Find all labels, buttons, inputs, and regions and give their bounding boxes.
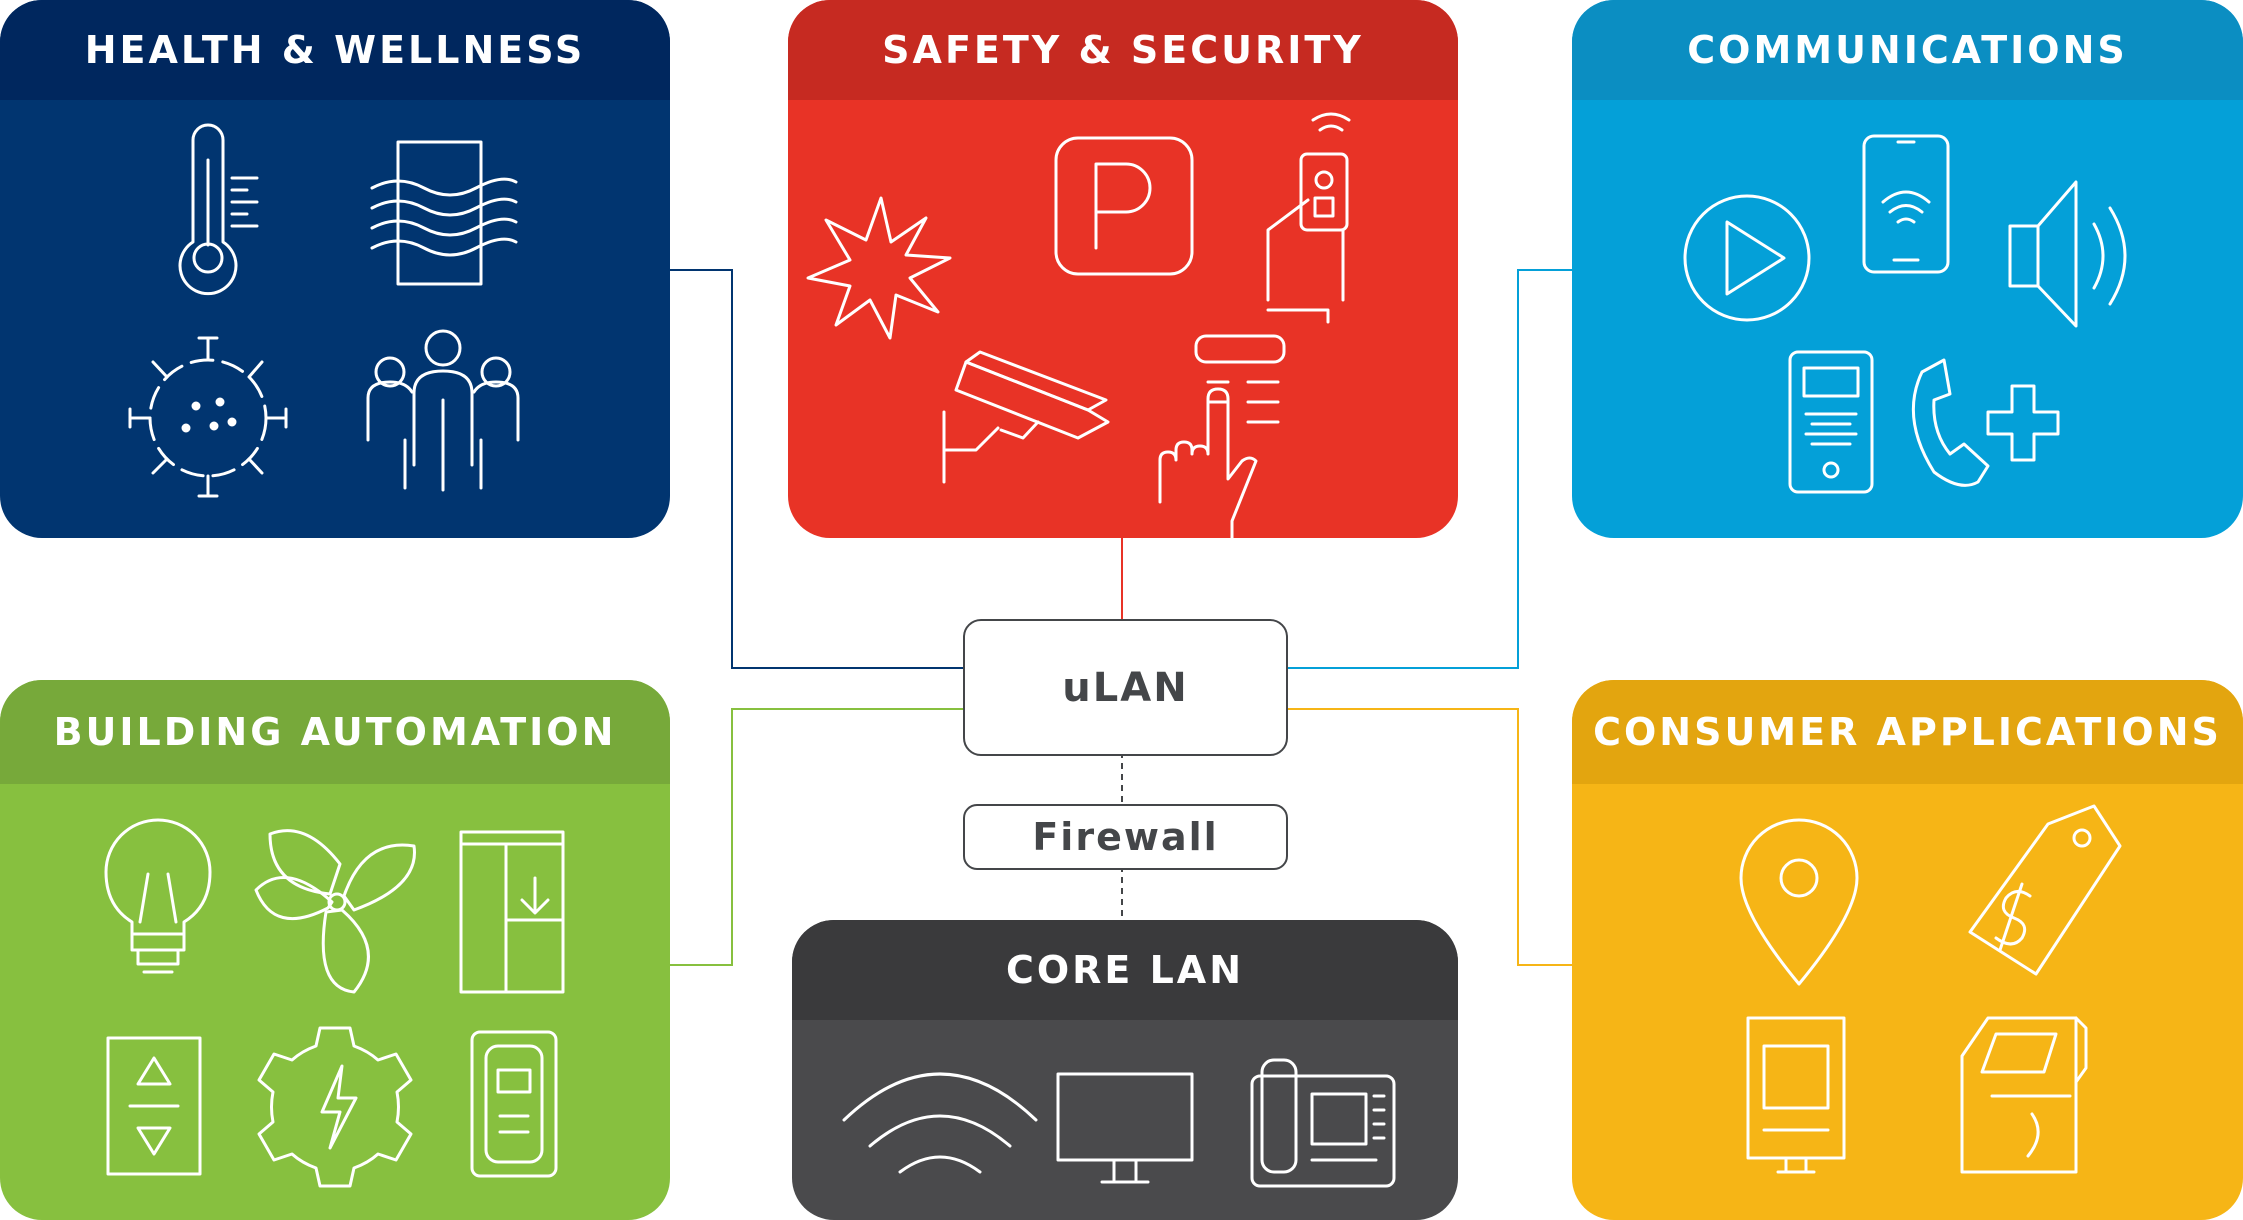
price-tag-icon [1968,804,2122,976]
comms-connector [1284,269,1572,669]
firewall-node: Firewall [963,804,1288,870]
intercom-icon [1788,350,1874,494]
air-filter-icon [370,140,518,286]
building-automation-title: BUILDING AUTOMATION [53,710,617,754]
safety-security-header: SAFETY & SECURITY [788,0,1458,100]
communications-header: COMMUNICATIONS [1572,0,2243,100]
safety-security-title: SAFETY & SECURITY [882,28,1364,72]
light-bulb-icon [104,818,212,974]
consumer-applications-header: CONSUMER APPLICATIONS [1572,680,2243,784]
people-group-icon [366,329,520,492]
health-wellness-title: HEALTH & WELLNESS [84,28,586,72]
consumer-applications-box: CONSUMER APPLICATIONS [1572,680,2243,1220]
ulan-hub: uLAN [963,619,1288,756]
parking-icon [1054,136,1194,276]
medical-phone-icon [1911,358,2060,487]
building-connector [670,708,963,966]
building-automation-box: BUILDING AUTOMATION [0,680,670,1220]
health-wellness-box: HEALTH & WELLNESS [0,0,670,538]
consumer-connector [1284,708,1572,966]
smartphone-icon [1862,134,1950,274]
energy-gear-icon [257,1026,413,1188]
firewall-label: Firewall [1032,815,1219,859]
wifi-icon [842,1072,1038,1174]
core-lan-header: CORE LAN [792,920,1458,1020]
communications-title: COMMUNICATIONS [1687,28,2128,72]
window-blind-icon [459,830,565,994]
building-automation-header: BUILDING AUTOMATION [0,680,670,784]
core-lan-title: CORE LAN [1005,948,1245,992]
communications-box: COMMUNICATIONS [1572,0,2243,538]
safety-security-box: SAFETY & SECURITY [788,0,1458,538]
push-button-icon [1158,334,1286,538]
thermostat-icon [470,1030,558,1178]
health-connector [670,269,963,669]
speaker-icon [2008,180,2127,328]
security-camera-icon [942,350,1110,484]
monitor-icon [1056,1072,1194,1184]
virus-icon [128,336,288,498]
alarm-burst-icon [806,196,952,340]
digital-signage-icon [1746,1016,1846,1174]
core-lan-box: CORE LAN [792,920,1458,1220]
elevator-button-icon [106,1036,202,1176]
access-card-icon [1266,112,1351,324]
desk-phone-icon [1250,1058,1396,1188]
kiosk-icon [1960,1016,2088,1174]
ulan-label: uLAN [1062,664,1189,711]
health-wellness-header: HEALTH & WELLNESS [0,0,670,100]
thermometer-icon [178,123,259,296]
consumer-applications-title: CONSUMER APPLICATIONS [1593,710,2222,754]
fan-icon [254,829,416,994]
location-pin-icon [1739,818,1859,986]
play-button-icon [1683,194,1811,322]
